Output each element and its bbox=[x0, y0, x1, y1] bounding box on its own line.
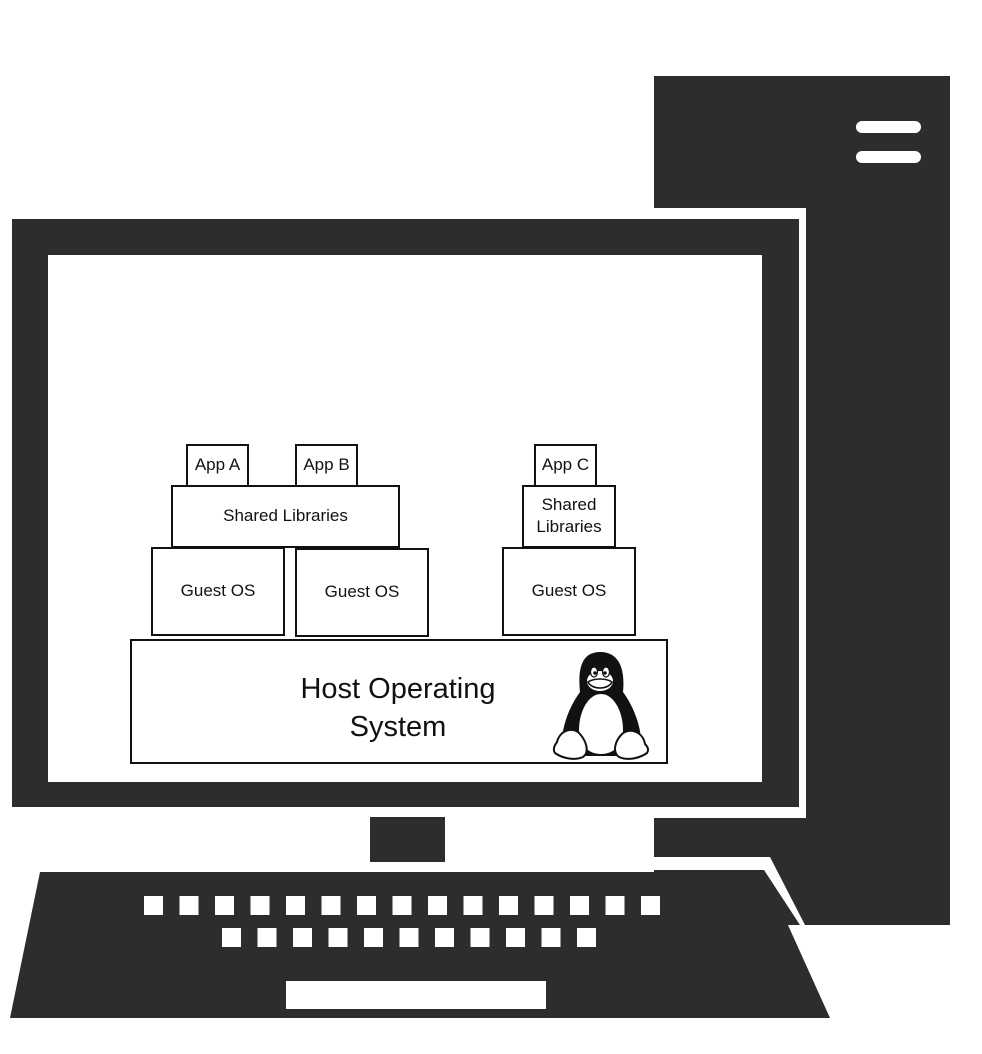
shared-libraries-box-c: Shared Libraries bbox=[522, 485, 616, 548]
keyboard-key bbox=[435, 928, 454, 947]
shared-libraries-c-line-1: Shared bbox=[542, 495, 597, 514]
keyboard-key bbox=[328, 928, 348, 947]
host-os-line-2: System bbox=[350, 711, 447, 743]
tower-drive-slot bbox=[856, 121, 921, 133]
keyboard-key bbox=[286, 896, 305, 915]
keyboard-key bbox=[470, 928, 490, 947]
keyboard-key bbox=[605, 896, 625, 915]
keyboard-key bbox=[257, 928, 277, 947]
container-stack-diagram: App A App B App C Shared Libraries Share… bbox=[130, 444, 668, 764]
keyboard-key-row bbox=[222, 928, 596, 947]
keyboard-key bbox=[144, 896, 163, 915]
shared-libraries-box: Shared Libraries bbox=[171, 485, 400, 548]
monitor-neck bbox=[370, 817, 445, 862]
app-c-label: App C bbox=[542, 455, 589, 474]
shared-libraries-label: Shared Libraries bbox=[223, 506, 348, 525]
keyboard-key bbox=[357, 896, 376, 915]
app-b-label: App B bbox=[303, 455, 349, 474]
keyboard-icon bbox=[10, 872, 830, 1018]
guest-os-label: Guest OS bbox=[532, 581, 607, 600]
keyboard-key-row bbox=[144, 896, 660, 915]
tower-drive-slot bbox=[856, 151, 921, 163]
keyboard-key bbox=[179, 896, 199, 915]
keyboard-key bbox=[250, 896, 270, 915]
keyboard-key bbox=[499, 896, 518, 915]
keyboard-key bbox=[293, 928, 312, 947]
guest-os-box: Guest OS bbox=[295, 548, 429, 637]
keyboard-key bbox=[577, 928, 596, 947]
app-b-box: App B bbox=[295, 444, 358, 487]
app-a-label: App A bbox=[195, 455, 241, 474]
keyboard-key bbox=[321, 896, 341, 915]
tower-base-gap bbox=[654, 857, 805, 925]
keyboard-key bbox=[222, 928, 241, 947]
linux-tux-penguin-icon bbox=[552, 652, 650, 760]
guest-os-label: Guest OS bbox=[325, 582, 400, 601]
keyboard-key bbox=[428, 896, 447, 915]
keyboard-key bbox=[534, 896, 554, 915]
keyboard-key bbox=[641, 896, 660, 915]
keyboard-key bbox=[506, 928, 525, 947]
shared-libraries-c-line-2: Libraries bbox=[536, 517, 601, 536]
keyboard-key bbox=[364, 928, 383, 947]
guest-os-label: Guest OS bbox=[181, 581, 256, 600]
guest-os-box: Guest OS bbox=[151, 547, 285, 636]
app-a-box: App A bbox=[186, 444, 249, 487]
keyboard-key bbox=[399, 928, 419, 947]
keyboard-spacebar bbox=[286, 981, 546, 1009]
keyboard-key bbox=[392, 896, 412, 915]
keyboard-key bbox=[570, 896, 589, 915]
keyboard-key bbox=[215, 896, 234, 915]
keyboard-key bbox=[541, 928, 561, 947]
guest-os-box: Guest OS bbox=[502, 547, 636, 636]
app-c-box: App C bbox=[534, 444, 597, 487]
host-os-line-1: Host Operating bbox=[300, 673, 495, 705]
keyboard-key bbox=[463, 896, 483, 915]
